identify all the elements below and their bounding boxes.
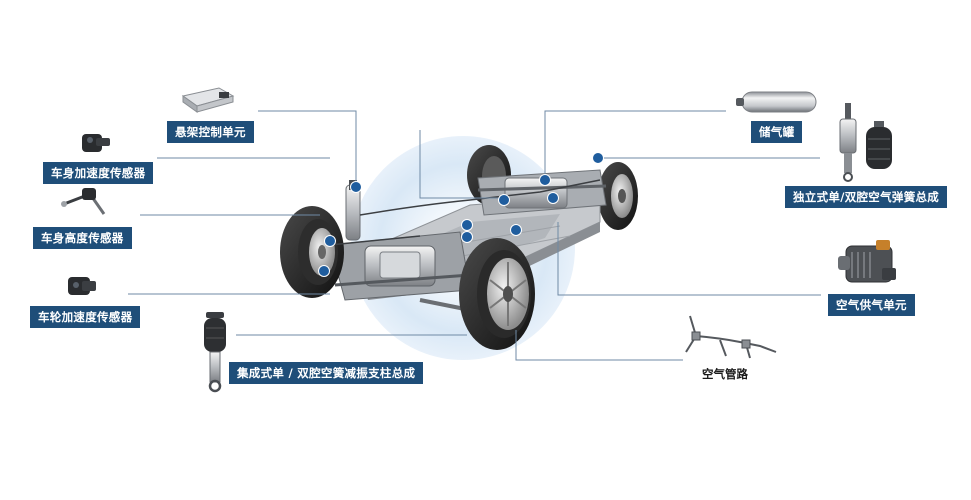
label-air-lines: 空气管路 xyxy=(702,367,748,381)
leader-lines xyxy=(128,110,821,361)
label-wheel-acceleration-sensor: 车轮加速度传感器 xyxy=(30,306,141,328)
air-line-icon xyxy=(685,315,777,359)
rear-subframe xyxy=(477,169,607,216)
marker-dots xyxy=(318,152,604,277)
front-left-wheel xyxy=(280,206,344,298)
compressor-icon xyxy=(838,240,896,283)
label-suspension-control-unit: 悬架控制单元 xyxy=(167,121,254,143)
label-body-acceleration-sensor: 车身加速度传感器 xyxy=(43,162,154,184)
air-tank-icon xyxy=(736,91,817,113)
label-air-supply-unit: 空气供气单元 xyxy=(828,294,915,316)
rear-right-wheel xyxy=(598,162,638,230)
wheel-sensor-icon xyxy=(68,277,96,295)
air-strut-icon xyxy=(204,312,226,393)
label-integrated-strut-assembly: 集成式单 / 双腔空簧减振支柱总成 xyxy=(229,362,424,384)
air-spring-icon xyxy=(839,103,892,182)
label-independent-air-spring: 独立式单/双腔空气弹簧总成 xyxy=(785,186,948,208)
height-sensor-icon xyxy=(61,188,106,215)
front-left-strut xyxy=(345,184,361,241)
chassis-air-lines xyxy=(359,179,601,216)
front-right-wheel xyxy=(459,238,535,350)
label-air-reservoir: 储气罐 xyxy=(751,121,803,143)
label-body-height-sensor: 车身高度传感器 xyxy=(33,227,132,249)
accel-sensor-icon xyxy=(82,134,110,152)
control-unit-icon xyxy=(181,87,235,113)
